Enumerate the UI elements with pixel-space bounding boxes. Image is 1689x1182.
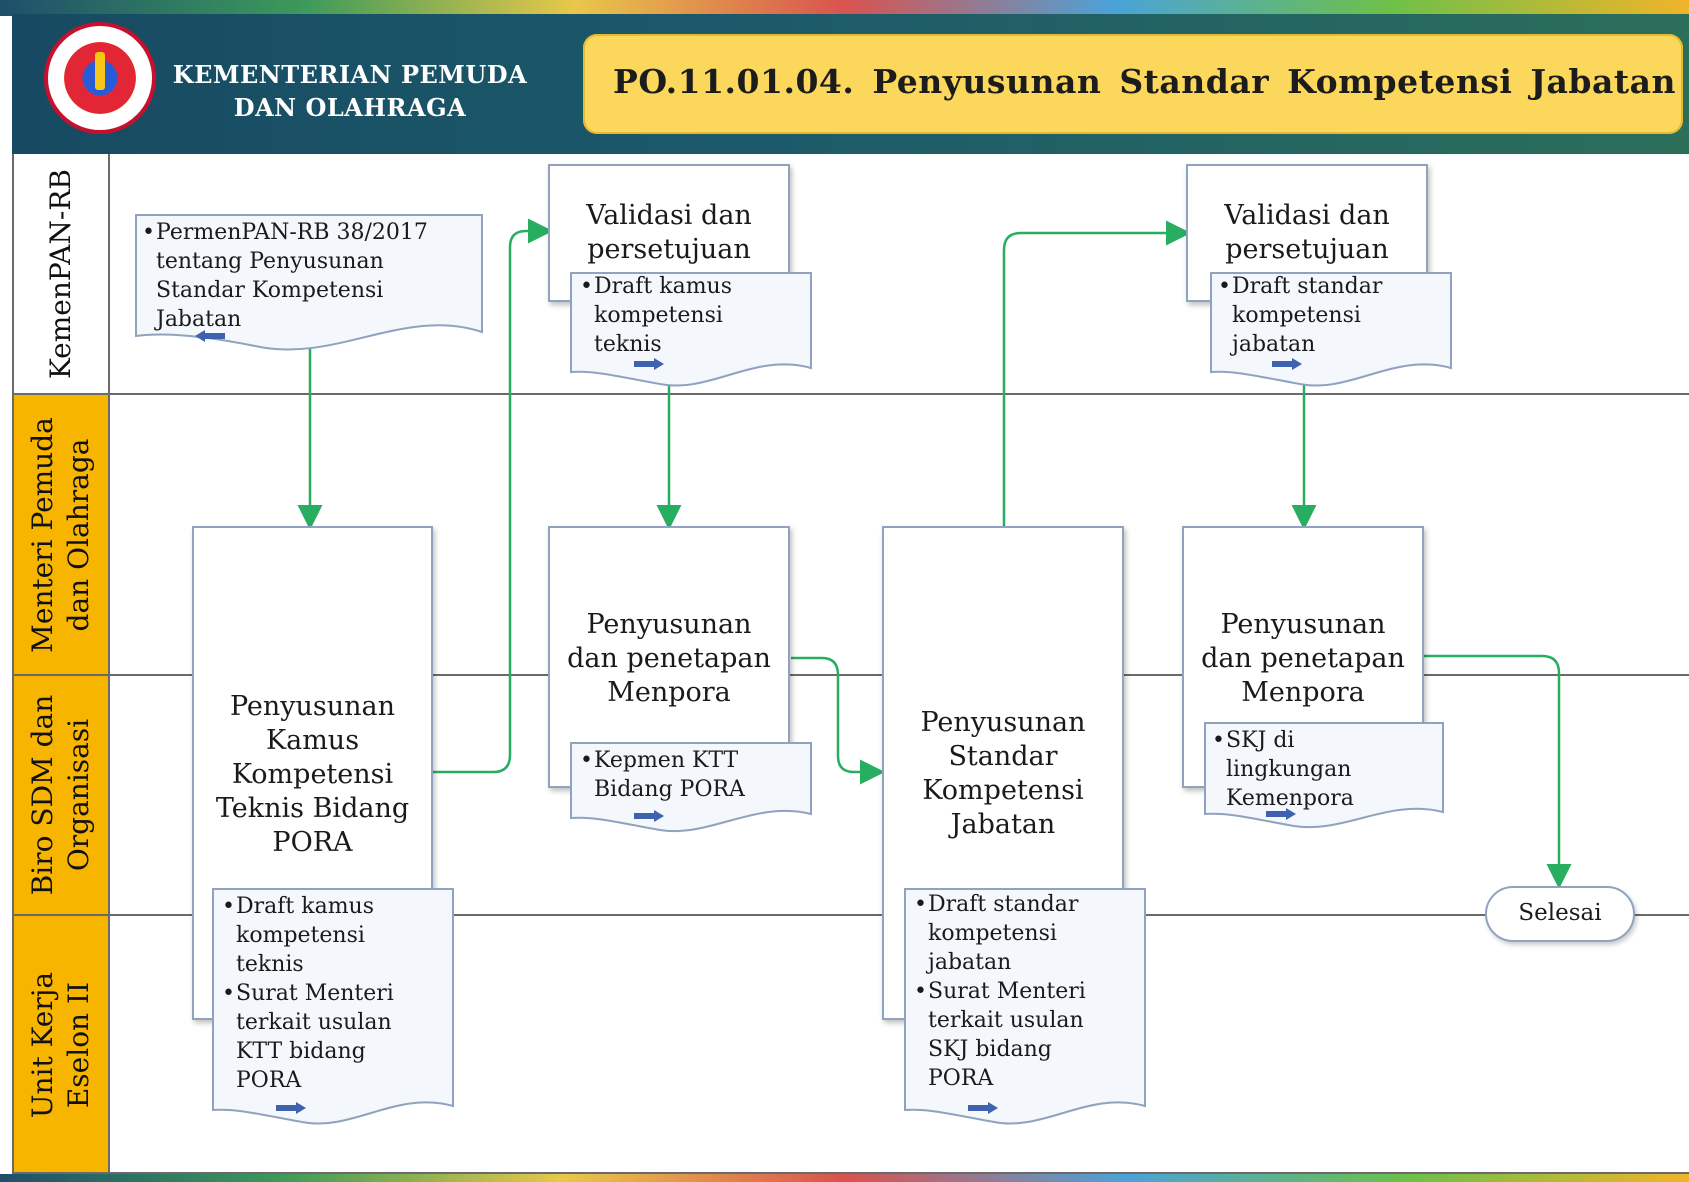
lane-divider [12, 914, 1689, 916]
lane-divider [12, 674, 1689, 676]
lane-divider [12, 393, 1689, 395]
lane-kemenpan-rb: KemenPAN-RB [12, 154, 109, 394]
doc-arrow-icon [634, 810, 664, 822]
organization-name: KEMENTERIAN PEMUDA DAN OLAHRAGA [160, 58, 540, 124]
ministry-logo [44, 22, 156, 134]
terminator-selesai[interactable]: Selesai [1485, 886, 1635, 942]
doc-arrow-icon [968, 1102, 998, 1114]
flow-p1-to-p2 [433, 218, 553, 774]
lane-border-label [108, 154, 110, 1174]
doc-arrow-icon [195, 330, 225, 342]
doc-arrow-icon [276, 1102, 306, 1114]
lane-divider [12, 1172, 1689, 1174]
doc-arrow-icon [1272, 358, 1302, 370]
flow-p6-to-end [1423, 654, 1572, 889]
top-color-band [0, 0, 1689, 16]
doc-arrow-icon [1266, 808, 1296, 820]
doc-arrow-icon [634, 358, 664, 370]
flow-p4-to-p5 [1002, 220, 1191, 526]
bottom-color-band [0, 1174, 1689, 1182]
lane-border-left [12, 154, 14, 1174]
flow-p3-to-p4 [791, 656, 885, 785]
page-title: PO.11.01.04. Penyusunan Standar Kompeten… [613, 62, 1676, 101]
org-line-1: KEMENTERIAN PEMUDA [172, 60, 528, 89]
terminator-label: Selesai [1518, 900, 1602, 926]
title-box: PO.11.01.04. Penyusunan Standar Kompeten… [583, 34, 1683, 134]
org-line-2: DAN OLAHRAGA [233, 93, 467, 122]
